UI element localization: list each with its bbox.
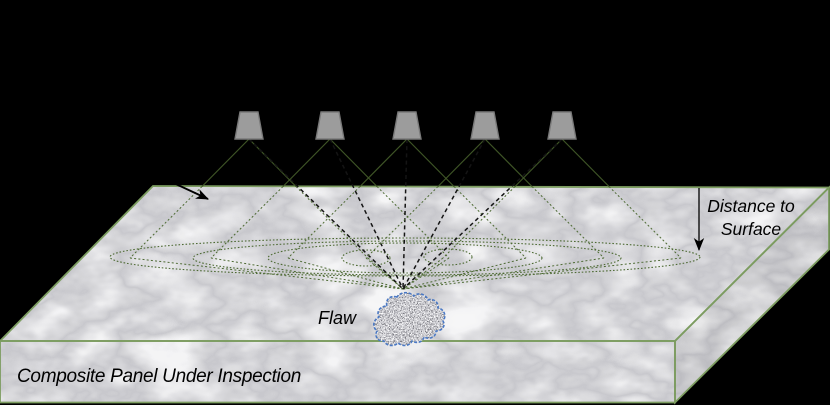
beam-cone-line <box>201 138 250 187</box>
beam-cone-subsurface-line <box>365 186 439 259</box>
transducer <box>234 111 264 140</box>
beam-cone-line <box>359 138 408 187</box>
transducer <box>315 111 345 140</box>
beam-converge-line <box>402 257 450 290</box>
beam-cone-subsurface-line <box>295 186 369 259</box>
beam-converge-line <box>402 257 444 290</box>
surface-pointer-arrow <box>149 171 209 200</box>
beam-cone-subsurface-line <box>287 186 361 259</box>
panel-front-face <box>0 341 675 403</box>
beam-cone-line <box>282 138 331 187</box>
beam-converge-line <box>287 257 404 290</box>
transducer <box>392 111 422 140</box>
beam-footprint-ellipse <box>341 249 391 267</box>
beam-cone-line <box>561 138 610 187</box>
transducer-flaw-ray <box>402 138 563 290</box>
beam-footprint-ellipse <box>109 237 701 277</box>
beam-footprint-ellipse <box>267 242 543 274</box>
beam-converge-line <box>402 257 682 290</box>
beam-cone-line <box>329 138 378 187</box>
transducer-flaw-ray <box>329 138 404 290</box>
beam-footprint-ellipse <box>192 240 622 276</box>
beam-converge-line <box>402 257 605 290</box>
transducer <box>547 111 577 140</box>
beam-converge-line <box>210 257 404 290</box>
beam-cone-subsurface-line <box>531 186 605 259</box>
beam-cone-subsurface-line <box>210 186 284 259</box>
panel-caption-label: Composite Panel Under Inspection <box>17 366 301 387</box>
beam-converge-line <box>367 257 404 290</box>
panel-front-face-border <box>0 340 676 404</box>
flaw-blob-outline <box>373 291 446 347</box>
beam-cone-subsurface-line <box>608 186 682 259</box>
transducer <box>470 111 500 140</box>
beam-converge-line <box>402 257 527 290</box>
transducer-flaw-ray <box>402 138 408 290</box>
beam-layer <box>109 111 701 290</box>
beam-footprint-ellipse <box>423 248 473 266</box>
beam-cone-line <box>437 138 486 187</box>
beam-cone-subsurface-line <box>442 186 516 259</box>
distance-label-line1: Distance to <box>707 196 795 216</box>
beam-cone-subsurface-line <box>453 186 527 259</box>
flaw-label: Flaw <box>318 308 357 328</box>
beam-cone-subsurface-line <box>129 186 203 259</box>
distance-label-line2: Surface <box>721 219 782 239</box>
beam-cone-line <box>484 138 533 187</box>
beam-cone-subsurface-line <box>376 186 450 259</box>
